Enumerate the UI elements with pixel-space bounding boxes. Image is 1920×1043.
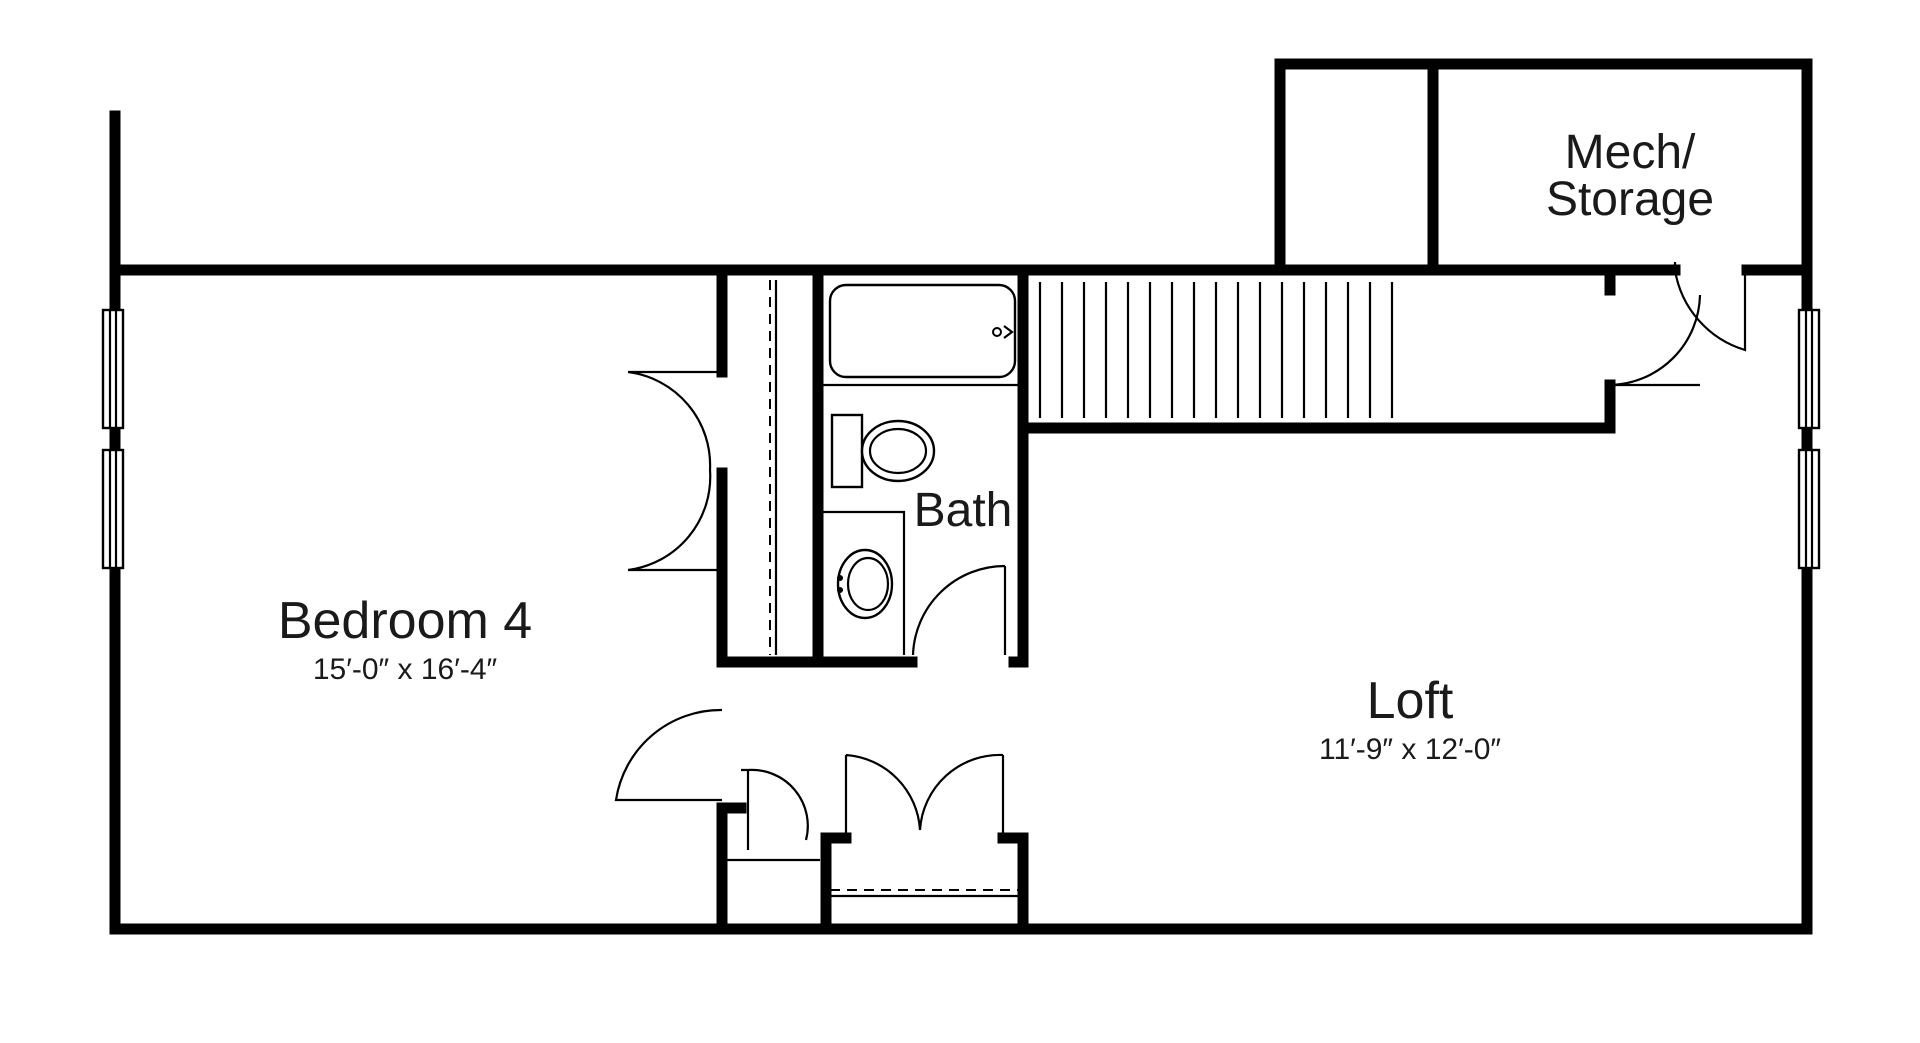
- mech-name-line2: Storage: [1546, 173, 1714, 226]
- bedroom-name: Bedroom 4: [278, 592, 532, 650]
- toilet-icon: [830, 413, 936, 489]
- mech-name-line1: Mech/: [1565, 126, 1696, 179]
- window-icon: [101, 308, 1821, 570]
- bathtub-icon: [823, 283, 1023, 387]
- door-swing-icon: [614, 262, 1747, 850]
- sink-icon: [823, 510, 906, 655]
- stairs-icon: [1038, 282, 1394, 418]
- loft-size: 11′-9″ x 12′-0″: [1319, 733, 1501, 766]
- bedroom-size: 15′-0″ x 16′-4″: [313, 653, 498, 686]
- interior-walls: [716, 264, 1616, 935]
- bath-name: Bath: [914, 484, 1013, 537]
- loft-name: Loft: [1367, 672, 1454, 730]
